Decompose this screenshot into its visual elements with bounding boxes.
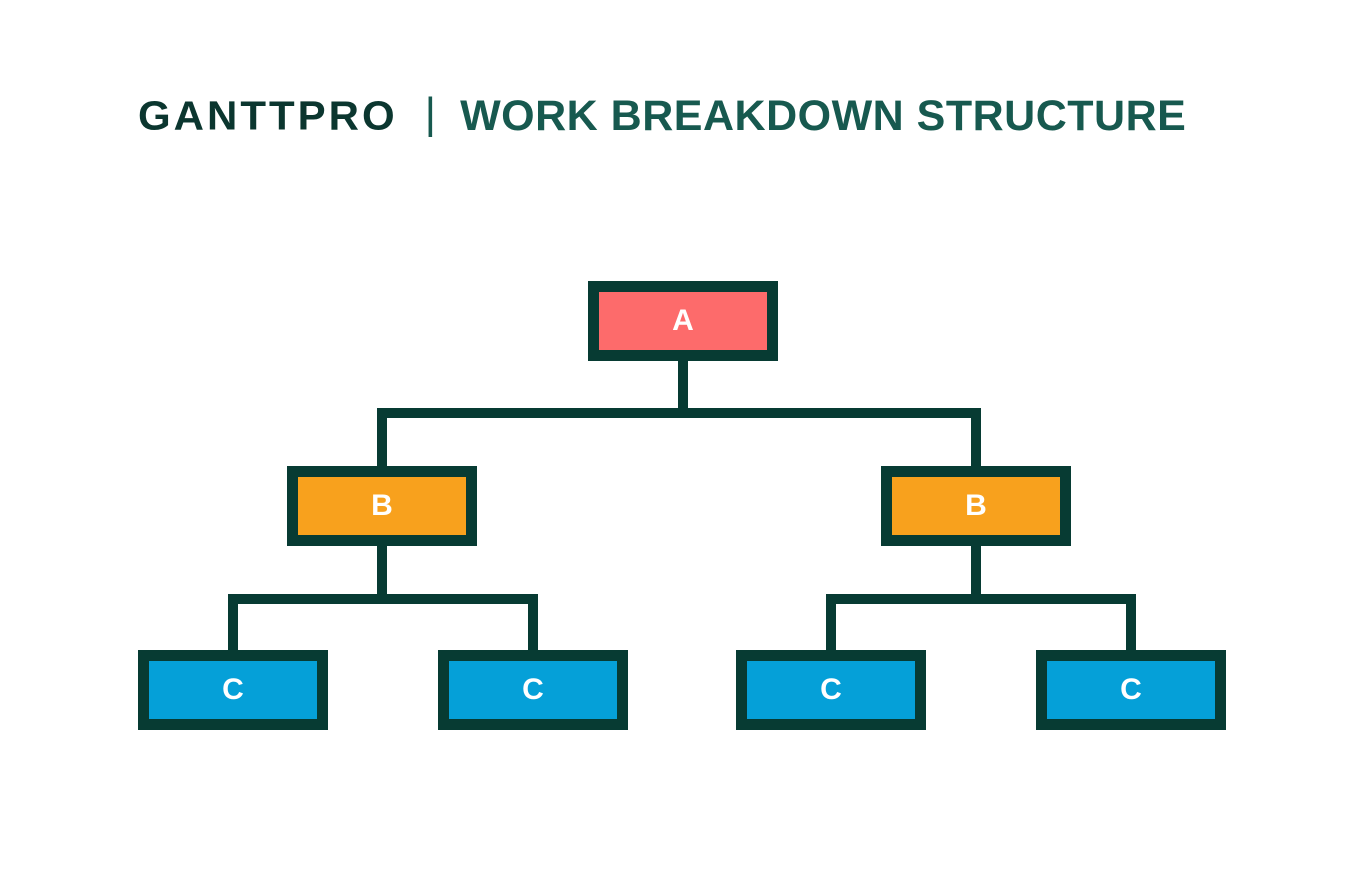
connector-b2-stub [971, 546, 981, 604]
wbs-node-b-right: B [881, 466, 1071, 546]
connector-a-stub [678, 361, 688, 418]
node-label: B [965, 489, 987, 522]
connector-drop-to-c2 [528, 594, 538, 650]
connector-level2-right-horizontal [826, 594, 1136, 604]
node-label: C [522, 673, 544, 706]
connector-level1-horizontal [377, 408, 981, 418]
ganttpro-logo: GANTTPRO [138, 92, 398, 139]
page-title: WORK BREAKDOWN STRUCTURE [460, 91, 1187, 140]
connector-drop-to-c3 [826, 594, 836, 650]
node-label: C [1120, 673, 1142, 706]
connector-b1-stub [377, 546, 387, 604]
node-label: C [820, 673, 842, 706]
connector-drop-to-c1 [228, 594, 238, 650]
connector-drop-to-c4 [1126, 594, 1136, 650]
wbs-node-b-left: B [287, 466, 477, 546]
wbs-node-c1: C [138, 650, 328, 730]
header: GANTTPRO | WORK BREAKDOWN STRUCTURE [138, 88, 1186, 144]
wbs-node-a: A [588, 281, 778, 361]
node-label: A [672, 304, 694, 337]
node-label: B [371, 489, 393, 522]
node-label: C [222, 673, 244, 706]
connector-level2-left-horizontal [228, 594, 538, 604]
wbs-node-c3: C [736, 650, 926, 730]
wbs-node-c2: C [438, 650, 628, 730]
header-divider: | [424, 89, 437, 138]
wbs-node-c4: C [1036, 650, 1226, 730]
connector-drop-to-b2 [971, 408, 981, 466]
connector-drop-to-b1 [377, 408, 387, 466]
